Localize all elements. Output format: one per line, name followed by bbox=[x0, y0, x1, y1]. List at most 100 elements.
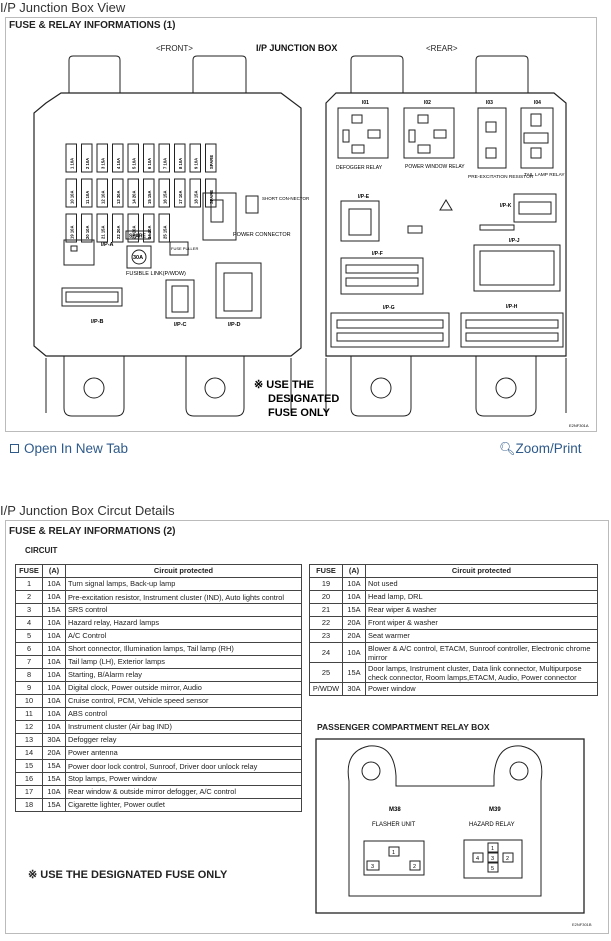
rear-mount-hole-left bbox=[370, 377, 392, 399]
center-title: I/P JUNCTION BOX bbox=[256, 43, 337, 53]
fuse-slot-label: 9 10A bbox=[194, 158, 199, 169]
fuse-number: 19 bbox=[309, 577, 343, 591]
circuit-protected: Defogger relay bbox=[65, 733, 302, 747]
relay-i01 bbox=[337, 107, 389, 159]
connector-ip-h-label: I/P-H bbox=[506, 304, 518, 310]
relay-i04-id: I04 bbox=[534, 100, 541, 106]
fuse-slot bbox=[174, 178, 186, 208]
m39-name: HAZARD RELAY bbox=[469, 822, 515, 828]
relay-box-hole-left bbox=[361, 761, 381, 781]
fuse-slot bbox=[174, 143, 186, 173]
power-connector bbox=[202, 192, 237, 241]
front-mount-hole-left bbox=[83, 377, 105, 399]
relay-i01-id: I01 bbox=[362, 100, 369, 106]
fuse-slot-label: SPARE bbox=[209, 155, 214, 169]
junction-box-view-figure: FUSE & RELAY INFORMATIONS (1) <FRONT> I/… bbox=[5, 17, 597, 432]
svg-text:4: 4 bbox=[476, 856, 479, 862]
fuse-number: 13 bbox=[15, 733, 43, 747]
fuse-slot-label: 5 10A bbox=[132, 158, 137, 169]
relay-box-inner bbox=[347, 745, 543, 897]
front-mount-hole-right bbox=[204, 377, 226, 399]
svg-text:5: 5 bbox=[491, 866, 494, 872]
warning-line-3: FUSE ONLY bbox=[268, 407, 331, 419]
fuse-amperage: 15A bbox=[342, 603, 366, 617]
fuse-number: P/WDW bbox=[309, 682, 343, 696]
fuse-number: 15 bbox=[15, 759, 43, 773]
fuse-amperage: 10A bbox=[42, 681, 66, 695]
fuse-slot bbox=[143, 178, 155, 208]
connector-ip-e bbox=[340, 200, 380, 242]
circuit-protected: A/C Control bbox=[65, 629, 302, 643]
fuse-slot-label: 11 10A bbox=[85, 191, 90, 204]
fuse-number: 21 bbox=[309, 603, 343, 617]
circuit-protected: Power door lock control, Sunroof, Driver… bbox=[65, 759, 302, 773]
fuse-slot bbox=[112, 213, 124, 243]
relay-i04-name: TAIL LAMP RELAY bbox=[524, 172, 565, 178]
m39-label: M39 bbox=[489, 807, 501, 813]
fuse-slot-label: 17 10A bbox=[178, 190, 183, 204]
spare-fuse-slot bbox=[125, 230, 151, 240]
resistor-i03-id: I03 bbox=[486, 100, 493, 106]
front-bottom-tab-right bbox=[185, 356, 245, 417]
fuse-number: 3 bbox=[15, 603, 43, 617]
fuse-puller bbox=[169, 241, 189, 256]
fuse-number: 14 bbox=[15, 746, 43, 760]
circuit-protected: Pre-excitation resistor, Instrument clus… bbox=[65, 590, 302, 604]
fuse-number: 20 bbox=[309, 590, 343, 604]
fusible-link-30a bbox=[126, 245, 152, 269]
fuse-slot-label: 23 20A bbox=[132, 225, 137, 239]
circuit-protected: Door lamps, Instrument cluster, Data lin… bbox=[365, 662, 598, 683]
open-new-tab-icon bbox=[10, 444, 19, 453]
image-toolbar: Open In New Tab 🔍︎Zoom/Print bbox=[0, 435, 611, 465]
relay-i02-name: POWER WINDOW RELAY bbox=[405, 164, 465, 170]
fuse-amperage: 10A bbox=[342, 642, 366, 663]
fuse-slot bbox=[96, 213, 108, 243]
fuse-number: 6 bbox=[15, 642, 43, 656]
zoom-print-button[interactable]: 🔍︎Zoom/Print bbox=[499, 441, 582, 457]
fusible-link-30a-label: 30A bbox=[133, 255, 143, 261]
warning-line-1: ※ USE THE bbox=[254, 379, 314, 391]
circuit-protected: Tail lamp (LH), Exterior lamps bbox=[65, 655, 302, 669]
fuse-slot bbox=[143, 213, 155, 243]
open-new-tab-label: Open In New Tab bbox=[24, 441, 129, 456]
fuse-amperage: 10A bbox=[42, 707, 66, 721]
fuse-slot bbox=[143, 143, 155, 173]
connector-ip-h bbox=[460, 312, 564, 348]
fuse-slot-label: 20 10A bbox=[85, 225, 90, 239]
circuit-details-figure: FUSE & RELAY INFORMATIONS (2) CIRCUIT FU… bbox=[5, 520, 609, 934]
figure2-code: E2NF301B bbox=[572, 922, 592, 927]
fuse-slot-label: 2 10A bbox=[85, 158, 90, 169]
rear-mount-hole-right bbox=[495, 377, 517, 399]
open-new-tab-button[interactable]: Open In New Tab bbox=[10, 441, 128, 456]
fuse-slot bbox=[65, 178, 77, 208]
circuit-protected: Cruise control, PCM, Vehicle speed senso… bbox=[65, 694, 302, 708]
connector-ip-f-label: I/P-F bbox=[372, 251, 383, 257]
fuse-amperage: 10A bbox=[42, 694, 66, 708]
fusible-link-label: FUSIBLE LINK(P/WDW) bbox=[126, 271, 186, 277]
fuse-amperage: 20A bbox=[42, 746, 66, 760]
fuse-amperage: 10A bbox=[42, 668, 66, 682]
fuse-slot bbox=[81, 213, 93, 243]
connector-ip-k bbox=[513, 193, 557, 223]
circuit-protected: Head lamp, DRL bbox=[365, 590, 598, 604]
fuse-number: 9 bbox=[15, 681, 43, 695]
fuse-amperage: 20A bbox=[342, 616, 366, 630]
circuit-protected: Power window bbox=[365, 682, 598, 696]
relay-box-hole-right bbox=[509, 761, 529, 781]
fuse-slot-label: SPARE bbox=[209, 190, 214, 204]
fuse-slot bbox=[189, 178, 201, 208]
fuse-amperage: 15A bbox=[42, 798, 66, 812]
connector-ip-d bbox=[215, 262, 262, 319]
fuse-slot bbox=[96, 143, 108, 173]
